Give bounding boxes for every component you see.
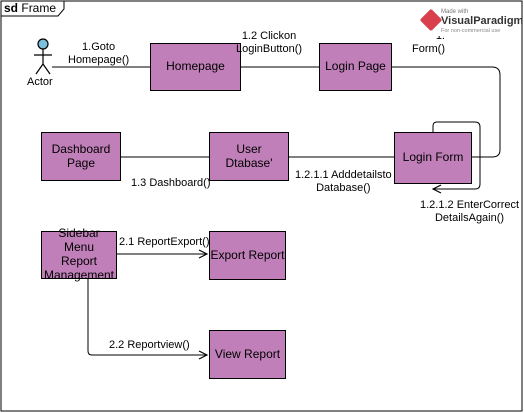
actor-figure xyxy=(34,38,52,75)
watermark-sub: For non-commercial use xyxy=(441,28,501,34)
visual-paradigm-watermark: Made with VisualParadigm For non-commerc… xyxy=(411,6,523,36)
sidebar-menu-box[interactable]: Sidebar Menu Report Management xyxy=(41,227,117,282)
login-form-box[interactable]: Login Form xyxy=(394,132,472,184)
self-loop-login-form xyxy=(433,121,481,189)
link-loginpage-loginform xyxy=(391,66,501,158)
visual-paradigm-logo-icon xyxy=(419,8,443,32)
frame-title: sd Frame xyxy=(0,0,60,16)
frame-name: Frame xyxy=(21,1,57,15)
watermark-brand: VisualParadigm xyxy=(441,15,524,27)
homepage-box[interactable]: Homepage xyxy=(150,43,241,91)
msg-enter-correct: 1.2.1.2 EnterCorrect DetailsAgain() xyxy=(420,199,520,225)
msg-add-details: 1.2.1.1 Adddetailsto Database() xyxy=(295,169,392,195)
frame-keyword: sd xyxy=(4,1,19,15)
msg-report-export: 2.1 ReportExport() xyxy=(119,236,210,248)
view-report-box[interactable]: View Report xyxy=(209,330,286,379)
msg-form-partial: 1. Form() xyxy=(412,30,445,56)
frame-tab-shape xyxy=(1,1,65,17)
msg-dashboard: 1.3 Dashboard() xyxy=(131,177,211,189)
export-report-box[interactable]: Export Report xyxy=(209,231,286,280)
watermark-made-with: Made with xyxy=(441,9,469,15)
msg-click-login: 1.2 Clickon LoginButton() xyxy=(236,30,303,56)
login-page-box[interactable]: Login Page xyxy=(319,43,392,91)
msg-goto-homepage: 1.Goto Homepage() xyxy=(68,41,130,67)
msg-report-view: 2.2 Reportview() xyxy=(109,339,190,351)
arrow-report-view xyxy=(87,278,207,355)
user-database-box[interactable]: User Dtabase' xyxy=(209,132,289,181)
dashboard-page-box[interactable]: Dashboard Page xyxy=(41,132,121,181)
actor-label: Actor xyxy=(27,76,53,88)
